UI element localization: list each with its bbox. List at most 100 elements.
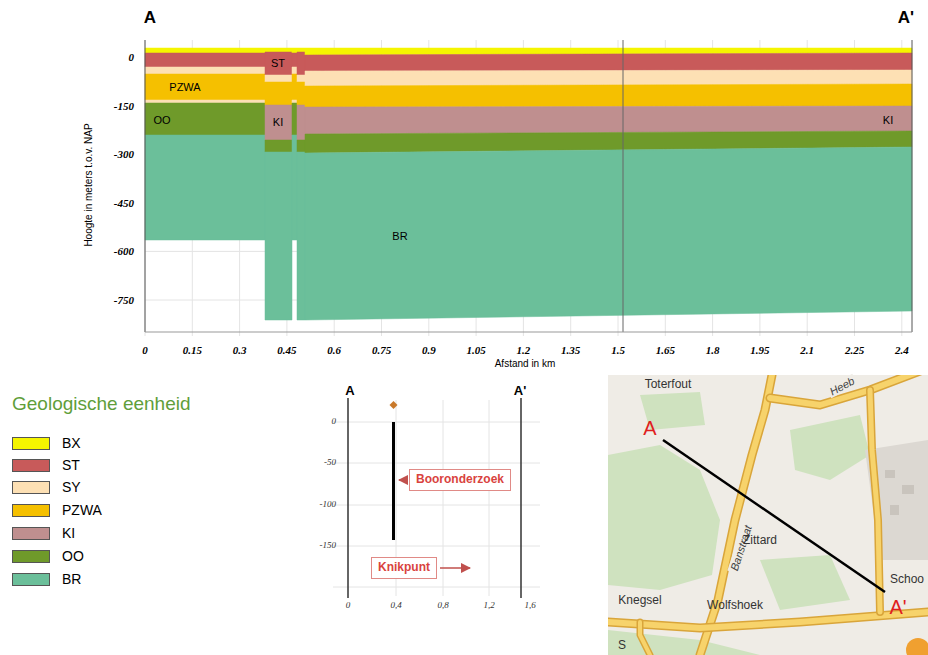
tick-label: -50 [324, 458, 336, 468]
legend-text: OO [62, 549, 84, 564]
node-text: KI [883, 114, 893, 126]
layer-band [292, 100, 297, 103]
layer-label: KI [881, 113, 895, 127]
legend-swatch [12, 550, 50, 563]
tick-label: -450 [114, 197, 134, 209]
node-text: Booronderzoek [416, 473, 504, 486]
tick-label: 0 [332, 417, 337, 427]
tick-label: -150 [114, 100, 134, 112]
layer-band [297, 105, 305, 140]
layer-label: KI [271, 115, 285, 129]
node-text: Knikpunt [378, 561, 430, 574]
node-text: BR [392, 230, 407, 242]
layer-band [145, 135, 265, 240]
tick-label: 0.9 [422, 344, 436, 356]
tick-label: 0.45 [277, 344, 296, 356]
tick-label: 1.2 [517, 344, 531, 356]
axes [145, 40, 912, 332]
tick-label: 2.25 [845, 344, 864, 356]
layer-label: PZWA [167, 80, 202, 94]
tick-label: -100 [320, 500, 337, 510]
layer-band [145, 53, 265, 67]
layer-band [145, 67, 265, 74]
layer-band [292, 67, 297, 74]
layer-band [292, 103, 297, 135]
map-label: A' [889, 596, 906, 618]
map-label: Schoo [890, 573, 924, 586]
layer-label: ST [269, 56, 287, 70]
tick-label: 0 [129, 51, 135, 63]
tick-label: -300 [114, 148, 134, 160]
layer-band [297, 52, 305, 75]
tick-label: 1.8 [706, 344, 720, 356]
legend-swatch [12, 459, 50, 472]
map-label: Zittard [743, 534, 777, 547]
tick-label: 2.1 [800, 344, 814, 356]
tick-label: -750 [114, 294, 134, 306]
tick-label: 1.35 [561, 344, 580, 356]
tick-label: 1.95 [750, 344, 769, 356]
legend-swatch [12, 437, 50, 450]
layer-band [265, 82, 292, 105]
tick-label: -600 [114, 245, 134, 257]
node-text: OO [153, 114, 170, 126]
legend-text: BR [62, 572, 81, 587]
layer-band [292, 74, 297, 100]
layer-band [292, 135, 297, 240]
tick-label: 1,2 [483, 601, 494, 611]
node-text: KI [273, 116, 283, 128]
tick-label: 1.5 [611, 344, 625, 356]
layer-band [145, 103, 265, 135]
layer-band [265, 140, 292, 152]
layer-band [292, 48, 297, 53]
map-label: Toterfout [645, 378, 692, 391]
map-label: Wolfshoek [707, 599, 763, 612]
callout-box: Booronderzoek [409, 469, 511, 490]
tick-label: 2.4 [895, 344, 909, 356]
chart-label: A [144, 9, 156, 28]
tick-label: 0.75 [372, 344, 391, 356]
layer-band [297, 82, 305, 105]
map-label: Knegsel [618, 594, 661, 607]
tick-label: 0 [346, 601, 351, 611]
legend-text: ST [62, 458, 80, 473]
legend-swatch [12, 481, 50, 494]
legend-swatch [12, 573, 50, 586]
tick-label: 1,6 [524, 601, 535, 611]
layer-band [292, 53, 297, 67]
layer-band [305, 84, 912, 107]
map-label: S [618, 639, 626, 652]
legend-text: BX [62, 436, 81, 451]
layer-band [297, 75, 305, 82]
layer-bands [145, 48, 912, 320]
legend-text: KI [62, 526, 75, 541]
layer-band [305, 70, 912, 86]
tick-label: 1.65 [656, 344, 675, 356]
layer-band [305, 147, 912, 320]
tick-label: 0 [142, 344, 148, 356]
tick-label: 0.15 [183, 344, 202, 356]
chart-label: A [345, 384, 354, 398]
layer-band [265, 105, 292, 140]
layer-band [265, 52, 292, 75]
chart-label: Hoogte in meters t.o.v. NAP [83, 123, 94, 246]
layer-band [265, 48, 292, 52]
map-label: A [643, 417, 656, 439]
callout-box: Knikpunt [371, 557, 437, 578]
layer-band [297, 48, 305, 52]
chart-label: A' [514, 384, 526, 398]
node-text: ST [271, 57, 285, 69]
layer-band [145, 74, 265, 100]
layer-band [145, 100, 265, 103]
legend-swatch [12, 527, 50, 540]
legend-text: PZWA [62, 503, 102, 518]
inset-chart [333, 398, 540, 598]
layer-band [305, 53, 912, 71]
chart-label: Afstand in km [495, 358, 556, 369]
layer-band [145, 48, 265, 53]
chart-label: Geologische eenheid [12, 394, 191, 415]
node-text: PZWA [169, 81, 200, 93]
tick-label: 0,8 [437, 601, 448, 611]
chart-label: A' [898, 9, 914, 28]
